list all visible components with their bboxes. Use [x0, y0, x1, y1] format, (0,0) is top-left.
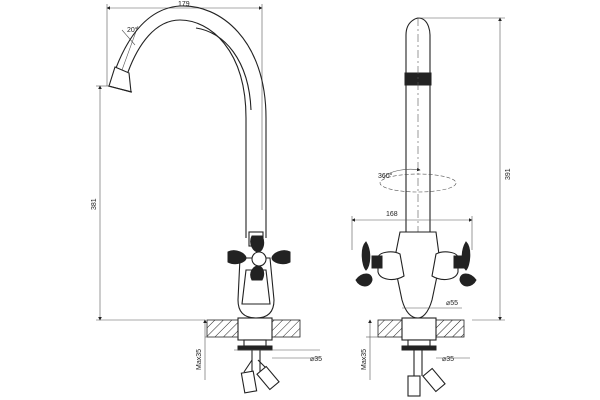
- base-label: ⌀55: [446, 300, 458, 307]
- rotation-label: 360°: [378, 172, 393, 180]
- countertop-left: [206, 317, 301, 341]
- height-dimension-left: 381: [91, 85, 205, 321]
- thickness-dimension-left: Max35: [196, 319, 207, 380]
- countertop-right: [377, 317, 465, 341]
- thickness-dimension-right: Max35: [361, 319, 378, 380]
- height-label-right: 391: [505, 168, 512, 180]
- gooseneck-spout: [107, 5, 267, 238]
- hole-label-right: ⌀35: [442, 356, 454, 363]
- thickness-label-right: Max35: [361, 349, 368, 370]
- height-label-left: 381: [91, 198, 98, 210]
- reach-label: 179: [178, 1, 190, 8]
- side-view: 179 20° 381: [91, 1, 322, 394]
- span-label: 168: [386, 211, 398, 218]
- height-dimension-right: 391: [472, 17, 512, 321]
- mounting-kit-right: ⌀35: [401, 339, 470, 397]
- rotation-indicator: 360°: [378, 167, 457, 193]
- front-view: 391 360° 168: [351, 17, 512, 397]
- angle-dimension: 20°: [121, 25, 139, 71]
- angle-label: 20°: [127, 26, 138, 34]
- base-dimension: ⌀55: [402, 300, 462, 309]
- thickness-label-left: Max35: [196, 349, 203, 370]
- hole-label-left: ⌀35: [310, 356, 322, 363]
- span-dimension: 168: [351, 211, 473, 250]
- mounting-kit-left: ⌀35: [205, 336, 322, 394]
- reach-dimension: 179: [106, 1, 263, 210]
- faucet-body-left: [227, 231, 291, 319]
- faucet-body-right: [355, 231, 477, 319]
